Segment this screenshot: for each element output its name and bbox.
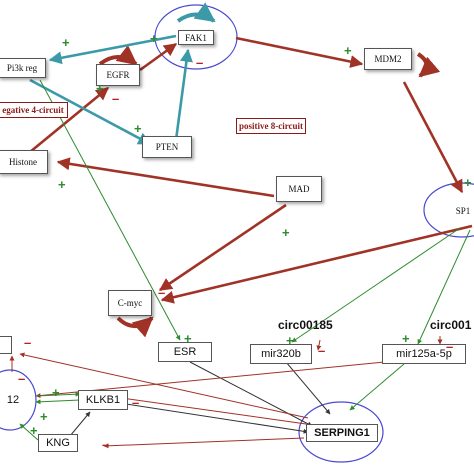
node-mdm2[interactable]: MDM2 [364, 48, 412, 70]
node-klkb1[interactable]: KLKB1 [78, 390, 128, 410]
node-fak1[interactable]: FAK1 [178, 30, 214, 45]
egfr-loop [98, 45, 138, 66]
node-f12-upper[interactable] [0, 336, 12, 354]
plus-sign: + [150, 31, 158, 46]
node-mad[interactable]: MAD [276, 176, 322, 202]
node-f12[interactable]: 12 [0, 390, 28, 410]
edge-circ185-mir320b [316, 339, 322, 351]
node-kng[interactable]: KNG [38, 434, 78, 452]
node-histone[interactable]: Histone [0, 150, 48, 174]
minus-sign: – [18, 371, 26, 386]
plus-sign: + [286, 333, 294, 348]
plus-sign: + [58, 177, 66, 192]
node-sp1[interactable]: SP1 [448, 200, 474, 222]
edge-histone-egfr [29, 86, 110, 154]
plus-sign: + [134, 121, 142, 136]
edge-esr-serping1 [189, 361, 313, 427]
minus-sign: – [102, 437, 110, 452]
node-pten[interactable]: PTEN [142, 136, 192, 158]
node-esr[interactable]: ESR [158, 342, 212, 362]
edge-serping1-f12 [19, 352, 309, 419]
plus-sign: + [184, 331, 192, 346]
edge-mad-cmyc [158, 203, 287, 292]
node-cmyc[interactable]: C-myc [108, 290, 152, 316]
edge-sp1-mir125a [417, 229, 471, 345]
minus-sign: – [318, 343, 326, 358]
edge-f12-klkb1 [35, 391, 81, 397]
node-mir320b[interactable]: mir320b [250, 344, 312, 364]
plus-sign: + [52, 385, 60, 400]
negative-circuit-text: egative 4-circuit [2, 105, 64, 115]
plus-sign: + [96, 81, 104, 96]
plus-sign: + [62, 35, 70, 50]
node-pi3k[interactable]: Pi3k reg [0, 58, 46, 78]
edge-pi3k-esr [39, 79, 181, 341]
edge-egfr-fak1 [139, 42, 178, 72]
edge-serping1-klkb1 [121, 396, 307, 425]
plus-sign: + [464, 175, 472, 190]
edge-mir125a-serping1 [349, 363, 405, 411]
plus-sign: + [40, 409, 48, 424]
edge-serping1-kng [103, 437, 305, 449]
edge-kng-f12 [19, 423, 39, 441]
plus-sign: + [282, 225, 290, 240]
negative-circuit-label: egative 4-circuit [0, 102, 68, 118]
minus-sign: – [196, 55, 204, 70]
edge-sp1-mir320b [291, 227, 461, 343]
plus-sign: + [30, 423, 38, 438]
edge-mad-histone [56, 157, 275, 198]
serping1-ellipse [298, 401, 384, 463]
node-serping1[interactable]: SERPING1 [306, 424, 378, 442]
edge-sp1-cmyc-a [160, 224, 473, 304]
edge-fak1-mdm2 [235, 36, 364, 69]
positive-circuit-label: positive 8-circuit [236, 118, 306, 134]
node-mir125a[interactable]: mir125a-5p [382, 344, 466, 364]
minus-sign: – [112, 91, 120, 106]
circ001-label: circ001 [430, 318, 472, 332]
mdm2-loop [416, 52, 441, 78]
minus-sign: – [132, 395, 140, 410]
edge-klkb1-f12 [35, 399, 81, 405]
edge-pten-fak1 [174, 48, 193, 141]
edge-klkb1-serping1 [125, 403, 309, 434]
plus-sign: + [402, 331, 410, 346]
edge-pi3k-pten [29, 78, 152, 146]
minus-sign: – [158, 285, 166, 300]
edge-kng-klkb1 [69, 411, 91, 437]
positive-circuit-text: positive 8-circuit [238, 121, 304, 131]
minus-sign: – [24, 335, 32, 350]
edge-fak1-pi3k [48, 34, 177, 65]
node-egfr[interactable]: EGFR [96, 64, 140, 86]
circ00185-label: circ00185 [278, 318, 333, 332]
edge-mdm2-sp1 [402, 81, 464, 194]
fak1-loop [176, 2, 216, 23]
minus-sign: – [446, 339, 454, 354]
cmyc-loop [116, 316, 154, 338]
plus-sign: + [344, 43, 352, 58]
